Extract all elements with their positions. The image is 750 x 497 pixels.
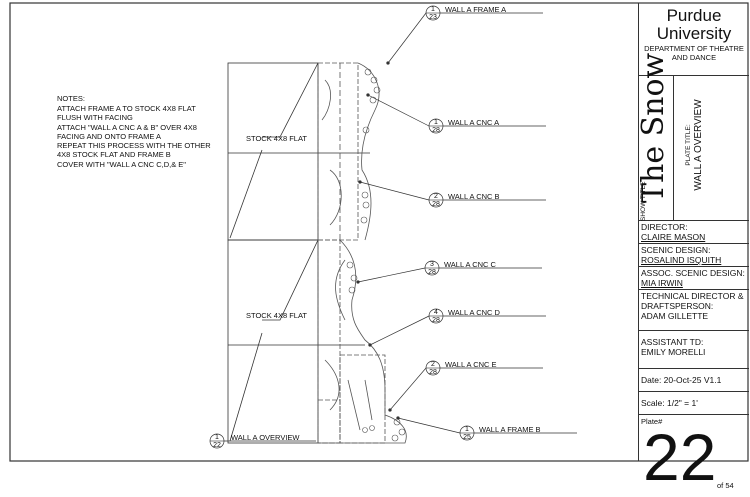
- show-title: The Snow: [636, 52, 671, 203]
- scenic-name: ROSALIND ISQUITH: [641, 255, 722, 265]
- callout-sheet: 23: [429, 14, 437, 21]
- callout-num: 2: [434, 193, 438, 200]
- callout-sheet: 28: [429, 369, 437, 376]
- callout-num: 1: [465, 426, 469, 433]
- note-line: FLUSH WITH FACING: [57, 113, 133, 122]
- view-title-label: WALL A OVERVIEW: [231, 433, 300, 442]
- td-name: ADAM GILLETTE: [641, 311, 709, 321]
- callout-label: WALL A CNC A: [448, 118, 499, 127]
- note-line: REPEAT THIS PROCESS WITH THE OTHER: [57, 141, 211, 150]
- callout-label: WALL A CNC D: [448, 308, 501, 317]
- note-line: COVER WITH "WALL A CNC C,D,& E": [57, 160, 186, 169]
- plate-of: of 54: [717, 481, 734, 490]
- callout-num: 1: [434, 119, 438, 126]
- view-number: 1: [215, 434, 219, 441]
- callout-num: 1: [431, 6, 435, 13]
- stock-flats: [227, 62, 370, 444]
- notes: NOTES: ATTACH FRAME A TO STOCK 4X8 FLAT …: [57, 94, 211, 169]
- title-block: Purdue University DEPARTMENT OF THEATRE …: [636, 3, 749, 494]
- callout: 128 WALL A CNC A: [366, 93, 546, 134]
- plate-label: Plate#: [641, 417, 663, 426]
- callout-num: 4: [434, 309, 438, 316]
- flat-label: STOCK 4X8 FLAT: [246, 134, 307, 143]
- flat-label: STOCK 4X8 FLAT: [246, 311, 307, 320]
- note-line: FACING AND ONTO FRAME A: [57, 132, 161, 141]
- date: Date: 20-Oct-25 V1.1: [639, 369, 749, 392]
- callout-label: WALL A CNC E: [445, 360, 497, 369]
- td-label: TECHNICAL DIRECTOR & DRAFTSPERSON:: [641, 291, 744, 311]
- callout-label: WALL A FRAME B: [479, 425, 541, 434]
- atd-name: EMILY MORELLI: [641, 347, 706, 357]
- note-line: ATTACH "WALL A CNC A & B" OVER 4X8: [57, 123, 197, 132]
- callout: 328 WALL A CNC C: [356, 260, 542, 284]
- department: DEPARTMENT OF THEATRE AND DANCE: [644, 44, 744, 62]
- assoc-name: MIA IRWIN: [641, 278, 683, 288]
- atd-label: ASSISTANT TD:: [641, 337, 704, 347]
- callout: 123 WALL A FRAME A: [386, 5, 543, 65]
- callout-sheet: 28: [432, 201, 440, 208]
- director-label: DIRECTOR:: [641, 222, 688, 232]
- notes-title: NOTES:: [57, 94, 85, 103]
- callout-sheet: 28: [428, 269, 436, 276]
- scale: Scale: 1/2" = 1': [639, 392, 749, 415]
- drawing-sheet: NOTES: ATTACH FRAME A TO STOCK 4X8 FLAT …: [9, 2, 749, 462]
- callout-sheet: 25: [463, 434, 471, 441]
- callout-label: WALL A CNC B: [448, 192, 500, 201]
- view-sheet: 22: [213, 442, 221, 449]
- callout: 428 WALL A CNC D: [368, 308, 546, 347]
- callout-label: WALL A FRAME A: [445, 5, 506, 14]
- view-title: 1 22 WALL A OVERVIEW: [209, 433, 316, 449]
- callout: 228 WALL A CNC E: [388, 360, 543, 412]
- callout-sheet: 28: [432, 317, 440, 324]
- wall-a-elevation: [317, 62, 407, 444]
- sheet-border: [9, 2, 749, 462]
- callout-sheet: 28: [432, 127, 440, 134]
- scenic-label: SCENIC DESIGN:: [641, 245, 711, 255]
- callout-label: WALL A CNC C: [444, 260, 497, 269]
- school-name: Purdue University: [656, 6, 732, 43]
- callout-num: 3: [430, 261, 434, 268]
- note-line: 4X8 STOCK FLAT AND FRAME B: [57, 150, 171, 159]
- director-name: CLAIRE MASON: [641, 232, 706, 242]
- plate-number: 22: [643, 420, 717, 494]
- callout-num: 2: [431, 361, 435, 368]
- callout: 228 WALL A CNC B: [358, 180, 546, 208]
- note-line: ATTACH FRAME A TO STOCK 4X8 FLAT: [57, 104, 196, 113]
- callout: 125 WALL A FRAME B: [396, 416, 577, 441]
- assoc-label: ASSOC. SCENIC DESIGN:: [641, 268, 745, 278]
- plate-title: WALL A OVERVIEW: [693, 99, 704, 191]
